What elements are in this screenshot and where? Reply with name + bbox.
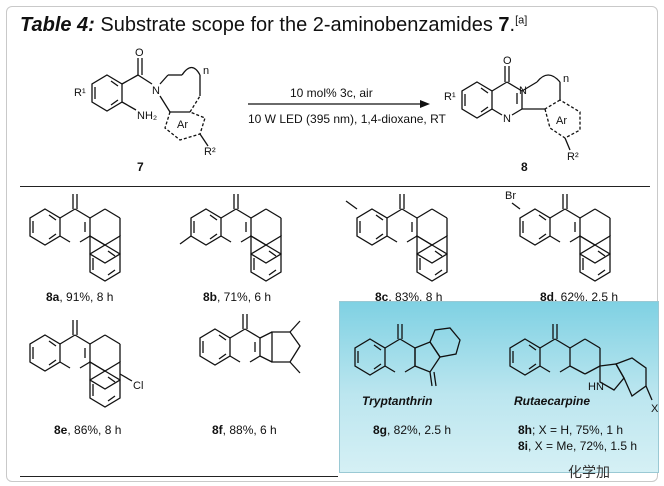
table-title: Table 4: Substrate scope for the 2-amino… bbox=[20, 14, 527, 37]
product-n-label: N bbox=[503, 113, 511, 125]
caption-8e: 8e, 86%, 8 h bbox=[54, 423, 121, 437]
n-label: N bbox=[152, 85, 160, 97]
nh2-label: NH₂ bbox=[137, 110, 157, 122]
table-label: Table 4: bbox=[20, 14, 95, 36]
tryptanthrin-name: Tryptanthrin bbox=[362, 394, 433, 408]
caption-8a-text: , 91%, 8 h bbox=[59, 290, 114, 304]
caption-8b-id: 8b bbox=[203, 290, 218, 304]
natural-products-structures: HN X bbox=[354, 324, 658, 415]
caption-8h-text: ; X = H, 75%, 1 h bbox=[532, 423, 624, 437]
table-title-text: Substrate scope for the 2-aminobenzamide… bbox=[100, 14, 493, 36]
r1-label: R¹ bbox=[74, 87, 86, 99]
caption-8h: 8h; X = H, 75%, 1 h bbox=[518, 423, 623, 437]
product-n2-label: N bbox=[519, 85, 527, 97]
watermark: 化学加 bbox=[568, 464, 610, 480]
title-period: . bbox=[509, 14, 516, 36]
natural-products-panel: HN X Tryptanthrin Rutaecarpine 8g, 82%, … bbox=[339, 301, 659, 473]
reactant-label: 7 bbox=[137, 160, 144, 174]
caption-8b-text: , 71%, 6 h bbox=[217, 290, 272, 304]
caption-8i-id: 8i bbox=[518, 439, 529, 453]
caption-8d: 8d, 62%, 2.5 h bbox=[540, 290, 618, 304]
product-o-label: O bbox=[503, 55, 512, 67]
product-label: 8 bbox=[521, 160, 528, 174]
product-r2-label: R² bbox=[567, 151, 579, 163]
caption-8g-id: 8g bbox=[373, 423, 388, 437]
product-n-index: n bbox=[563, 73, 569, 85]
ar-label: Ar bbox=[177, 119, 188, 131]
caption-8f: 8f, 88%, 6 h bbox=[212, 423, 277, 437]
reaction-scheme: R¹ O N NH₂ n Ar R² R¹ O N N bbox=[74, 47, 581, 163]
caption-8d-id: 8d bbox=[540, 290, 555, 304]
caption-8c-id: 8c bbox=[375, 290, 389, 304]
caption-8h-id: 8h bbox=[518, 423, 533, 437]
caption-8g: 8g, 82%, 2.5 h bbox=[373, 423, 451, 437]
n-index: n bbox=[203, 65, 209, 77]
caption-8g-text: , 82%, 2.5 h bbox=[387, 423, 452, 437]
top-rule bbox=[20, 186, 650, 187]
caption-8b: 8b, 71%, 6 h bbox=[203, 290, 271, 304]
condition-top: 10 mol% 3c, air bbox=[290, 86, 373, 100]
caption-8i: 8i, X = Me, 72%, 1.5 h bbox=[518, 439, 637, 453]
caption-8e-text: , 86%, 8 h bbox=[67, 423, 122, 437]
product-ar-label: Ar bbox=[556, 115, 567, 127]
caption-8f-id: 8f bbox=[212, 423, 223, 437]
caption-8i-text: , X = Me, 72%, 1.5 h bbox=[528, 439, 638, 453]
product-structures: Br Cl bbox=[29, 190, 611, 408]
x-label: X bbox=[651, 403, 658, 415]
caption-8e-id: 8e bbox=[54, 423, 68, 437]
title-footnote: [a] bbox=[515, 14, 528, 27]
o-label: O bbox=[135, 47, 144, 59]
br-label: Br bbox=[505, 190, 516, 202]
caption-8c: 8c, 83%, 8 h bbox=[375, 290, 442, 304]
hn-label: HN bbox=[588, 381, 604, 393]
bottom-rule bbox=[20, 476, 338, 477]
condition-bottom: 10 W LED (395 nm), 1,4-dioxane, RT bbox=[248, 112, 446, 126]
caption-8c-text: , 83%, 8 h bbox=[388, 290, 443, 304]
caption-8a-id: 8a bbox=[46, 290, 60, 304]
cl-label: Cl bbox=[133, 380, 143, 392]
product-r1-label: R¹ bbox=[444, 91, 456, 103]
rutaecarpine-name: Rutaecarpine bbox=[514, 394, 591, 408]
caption-8d-text: , 62%, 2.5 h bbox=[554, 290, 619, 304]
title-compound: 7 bbox=[498, 14, 510, 36]
caption-8f-text: , 88%, 6 h bbox=[222, 423, 277, 437]
caption-8a: 8a, 91%, 8 h bbox=[46, 290, 113, 304]
r2-label: R² bbox=[204, 146, 216, 158]
